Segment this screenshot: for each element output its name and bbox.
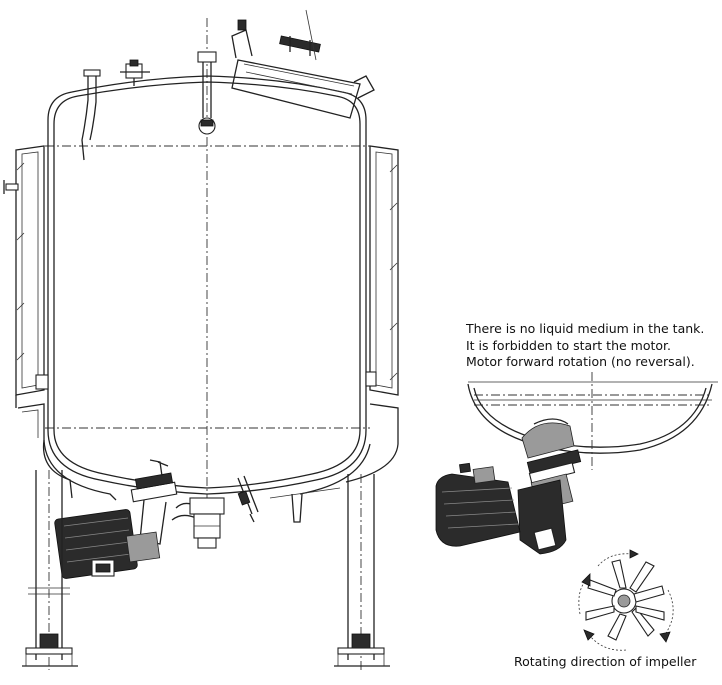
top-nozzle-left (81, 69, 101, 161)
detail-agitator-motor (435, 418, 582, 555)
impeller-caption: Rotating direction of impeller (514, 654, 697, 669)
thermometer-probe (237, 475, 259, 523)
impeller-icon (585, 559, 665, 641)
note-line-1: There is no liquid medium in the tank. (465, 321, 704, 336)
manhole-cover (231, 9, 375, 119)
support-bracket-right (291, 493, 303, 523)
note-line-3: Motor forward rotation (no reversal). (466, 354, 695, 369)
bottom-discharge-valve (171, 497, 225, 549)
rotation-arrows (578, 549, 674, 651)
sight-glass-fitting (120, 59, 150, 86)
bottom-agitator-motor (54, 459, 178, 579)
detail-bottom-dish (467, 372, 718, 470)
tank-vessel (3, 18, 399, 520)
note-line-2: It is forbidden to start the motor. (466, 338, 671, 353)
warning-notes: There is no liquid medium in the tank. I… (465, 321, 704, 369)
tank-legs (22, 470, 390, 670)
center-top-nozzle (197, 51, 217, 135)
